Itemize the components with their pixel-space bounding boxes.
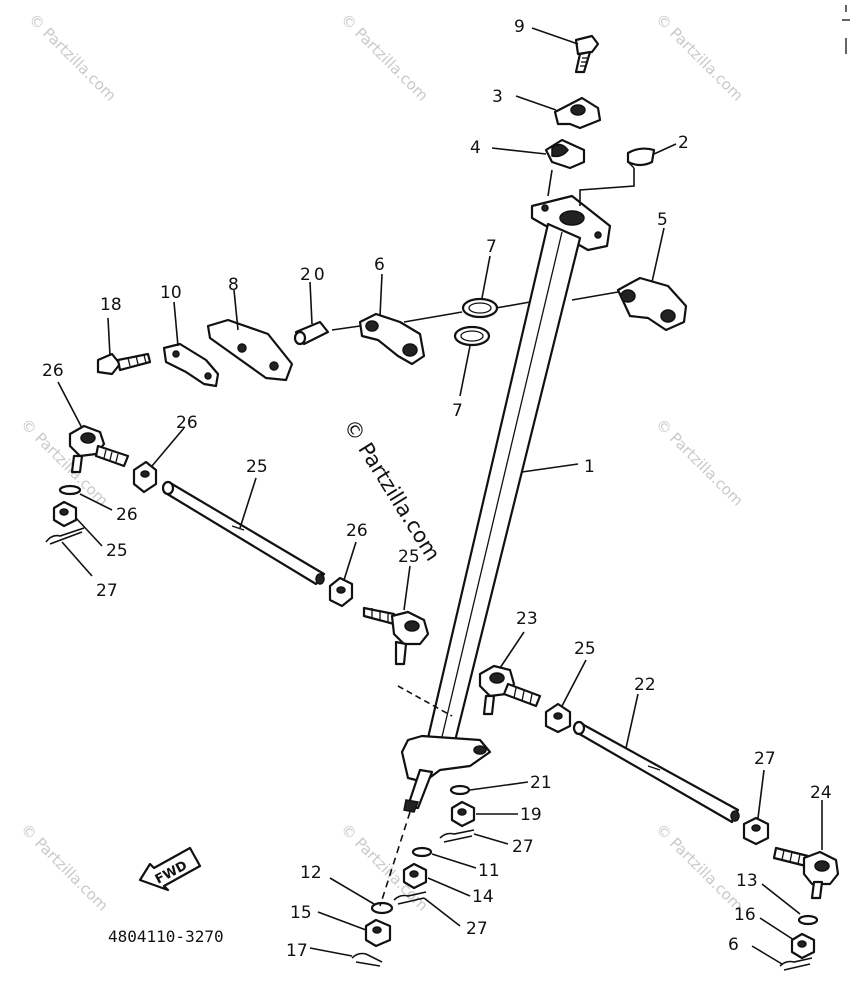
part-2-cap xyxy=(579,147,656,206)
part-8-plate xyxy=(206,318,294,382)
forward-direction-arrow: FWD xyxy=(138,846,202,892)
part-6-column-holder-left xyxy=(358,312,426,366)
callout-6-left: 6 xyxy=(374,255,385,275)
callout-10: 10 xyxy=(160,283,182,303)
watermark-top-right: © Partzilla.com xyxy=(652,10,747,105)
callout-6-right: 5 xyxy=(657,210,668,230)
drawing-code: 4804110-3270 xyxy=(108,927,224,946)
callout-14: 17 xyxy=(286,941,308,961)
callout-27-right: 6 xyxy=(728,935,739,955)
callout-9: 18 xyxy=(100,295,122,315)
part-14-cotter-pin xyxy=(351,952,383,967)
part-23-nut xyxy=(328,576,354,608)
part-27-cotter-pin-right xyxy=(779,957,813,971)
callout-8: 8 xyxy=(228,275,239,295)
callout-7-lower: 7 xyxy=(452,401,463,421)
part-16-rod-end xyxy=(478,664,542,716)
callout-26-center-lower: 11 xyxy=(478,861,500,881)
part-9-bolt xyxy=(96,352,152,376)
callout-20: 25 xyxy=(246,457,268,477)
part-12-washer xyxy=(370,901,394,915)
callout-25-left: 25 xyxy=(106,541,128,561)
callout-27-center-lower: 27 xyxy=(466,919,488,939)
part-24-nut xyxy=(132,460,158,494)
watermark-bottom-right: © Partzilla.com xyxy=(652,820,747,915)
part-22-rod-end xyxy=(68,424,130,474)
callout-25-right: 16 xyxy=(734,905,756,925)
callout-17: 24 xyxy=(810,783,832,803)
callout-26-left: 26 xyxy=(116,505,138,525)
callouts: 9 3 4 2 5 7 6 20 8 10 18 7 26 26 1 25 26… xyxy=(42,17,832,961)
callout-25-center-lower: 14 xyxy=(472,887,494,907)
part-25-nut-center-upper xyxy=(450,800,476,828)
part-15-tie-rod-right xyxy=(572,720,740,824)
callout-15: 22 xyxy=(634,675,656,695)
part-20-tie-rod-left xyxy=(161,480,326,586)
callout-4: 4 xyxy=(470,138,481,158)
callout-19: 27 xyxy=(754,749,776,769)
watermark-mid-left: © Partzilla.com xyxy=(17,415,112,510)
callout-18: 25 xyxy=(574,639,596,659)
callout-26-center-upper: 21 xyxy=(530,773,552,793)
watermark-center: © Partzilla.com xyxy=(339,415,445,565)
part-27-cotter-pin-left xyxy=(45,527,85,545)
part-26-washer-right xyxy=(797,914,819,926)
callout-25-center-upper: 19 xyxy=(520,805,542,825)
callout-27-left: 27 xyxy=(96,581,118,601)
watermark-mid-right: © Partzilla.com xyxy=(652,415,747,510)
part-27-cotter-pin-center-upper xyxy=(439,829,475,843)
part-25-nut-center-lower xyxy=(402,862,428,890)
part-10-lock-washer xyxy=(162,342,220,388)
part-7-bushings xyxy=(453,297,499,347)
part-6-column-holder-right xyxy=(616,276,688,332)
part-26-washer-left xyxy=(58,484,82,496)
callout-3: 3 xyxy=(492,87,503,107)
callout-7-upper: 7 xyxy=(486,237,497,257)
part-21-rod-end xyxy=(362,606,430,666)
part-4-handlebar-holder-lower xyxy=(544,138,586,197)
callout-24: 26 xyxy=(176,413,198,433)
watermark-top-center: © Partzilla.com xyxy=(337,10,432,105)
part-25-nut-right xyxy=(790,932,816,960)
part-11-collar xyxy=(293,320,330,346)
callout-1: 1 xyxy=(584,457,595,477)
watermark-top-left: © Partzilla.com xyxy=(25,10,120,105)
part-19-nut xyxy=(742,816,770,846)
watermark-bottom-left: © Partzilla.com xyxy=(17,820,112,915)
part-17-rod-end xyxy=(772,846,840,900)
callout-2: 2 xyxy=(678,133,689,153)
part-3-handlebar-holder-upper xyxy=(553,96,602,130)
callout-22: 26 xyxy=(42,361,64,381)
callout-21: 25 xyxy=(398,547,420,567)
part-27-cotter-pin-center-lower xyxy=(393,891,427,905)
leader-lines xyxy=(57,27,823,965)
callout-11: 20 xyxy=(300,265,328,285)
callout-27-center-upper: 27 xyxy=(512,837,534,857)
corner-marks xyxy=(842,5,850,54)
part-18-nut xyxy=(544,702,572,734)
callout-5: 9 xyxy=(514,17,525,37)
part-5-bolt xyxy=(574,34,600,74)
part-1-steering-column xyxy=(397,194,612,813)
part-26-washer-center-lower xyxy=(411,846,433,858)
callout-23: 26 xyxy=(346,521,368,541)
part-26-washer-center-upper xyxy=(449,784,471,796)
part-13-nut xyxy=(364,918,392,948)
callout-16: 23 xyxy=(516,609,538,629)
callout-12: 12 xyxy=(300,863,322,883)
part-25-nut-left xyxy=(52,500,78,528)
callout-13: 15 xyxy=(290,903,312,923)
callout-26-right: 13 xyxy=(736,871,758,891)
